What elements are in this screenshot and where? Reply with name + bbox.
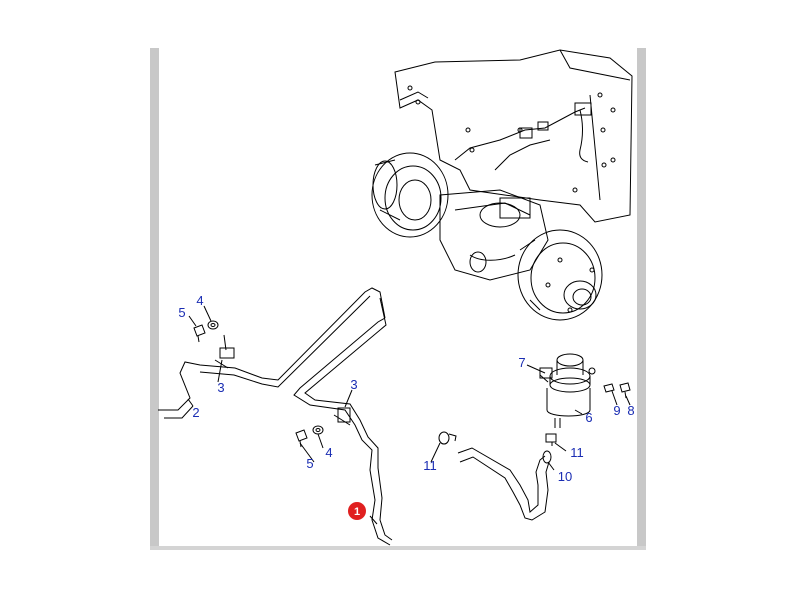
- callout-4-top[interactable]: 4: [196, 293, 203, 308]
- clamp-11-right: [545, 433, 557, 446]
- callout-5-bottom[interactable]: 5: [306, 456, 313, 471]
- callout-5-top[interactable]: 5: [178, 305, 185, 320]
- brake-pipe-1: [293, 297, 393, 546]
- callout-9[interactable]: 9: [613, 403, 620, 418]
- callout-2[interactable]: 2: [192, 405, 199, 420]
- clamp-11-left: [438, 431, 457, 445]
- callout-7[interactable]: 7: [518, 355, 525, 370]
- callout-6[interactable]: 6: [585, 410, 592, 425]
- bolt-8: [619, 382, 631, 399]
- clip-3-left: [219, 347, 235, 359]
- bottom-edge: [150, 546, 646, 550]
- callout-11-left[interactable]: 11: [423, 458, 437, 473]
- left-scroll-edge: [150, 48, 159, 550]
- callout-1[interactable]: 1: [354, 506, 360, 518]
- brake-fluid-reservoir: [539, 353, 591, 428]
- callout-10[interactable]: 10: [558, 469, 572, 484]
- callout-3-middle[interactable]: 3: [350, 377, 357, 392]
- washer-4-bottom: [312, 425, 324, 435]
- callout-3-left[interactable]: 3: [217, 380, 224, 395]
- callout-1-highlight[interactable]: [348, 502, 366, 520]
- callout-4-bottom[interactable]: 4: [325, 445, 332, 460]
- washer-9: [588, 367, 596, 375]
- brake-pipe-2: [158, 287, 386, 419]
- leader-lines: [187, 305, 631, 525]
- bracket-7: [539, 374, 549, 383]
- nut-9: [603, 383, 615, 393]
- callout-11-right[interactable]: 11: [570, 445, 584, 460]
- bolt-5-top: [193, 324, 206, 343]
- callout-8[interactable]: 8: [627, 403, 634, 418]
- axle-frame-assembly: [371, 49, 633, 321]
- right-scroll-edge: [637, 48, 646, 550]
- hose-10: [457, 447, 550, 521]
- diagram-sheet: [150, 48, 645, 550]
- washer-4-top: [207, 320, 219, 330]
- clip-3-middle: [337, 407, 351, 423]
